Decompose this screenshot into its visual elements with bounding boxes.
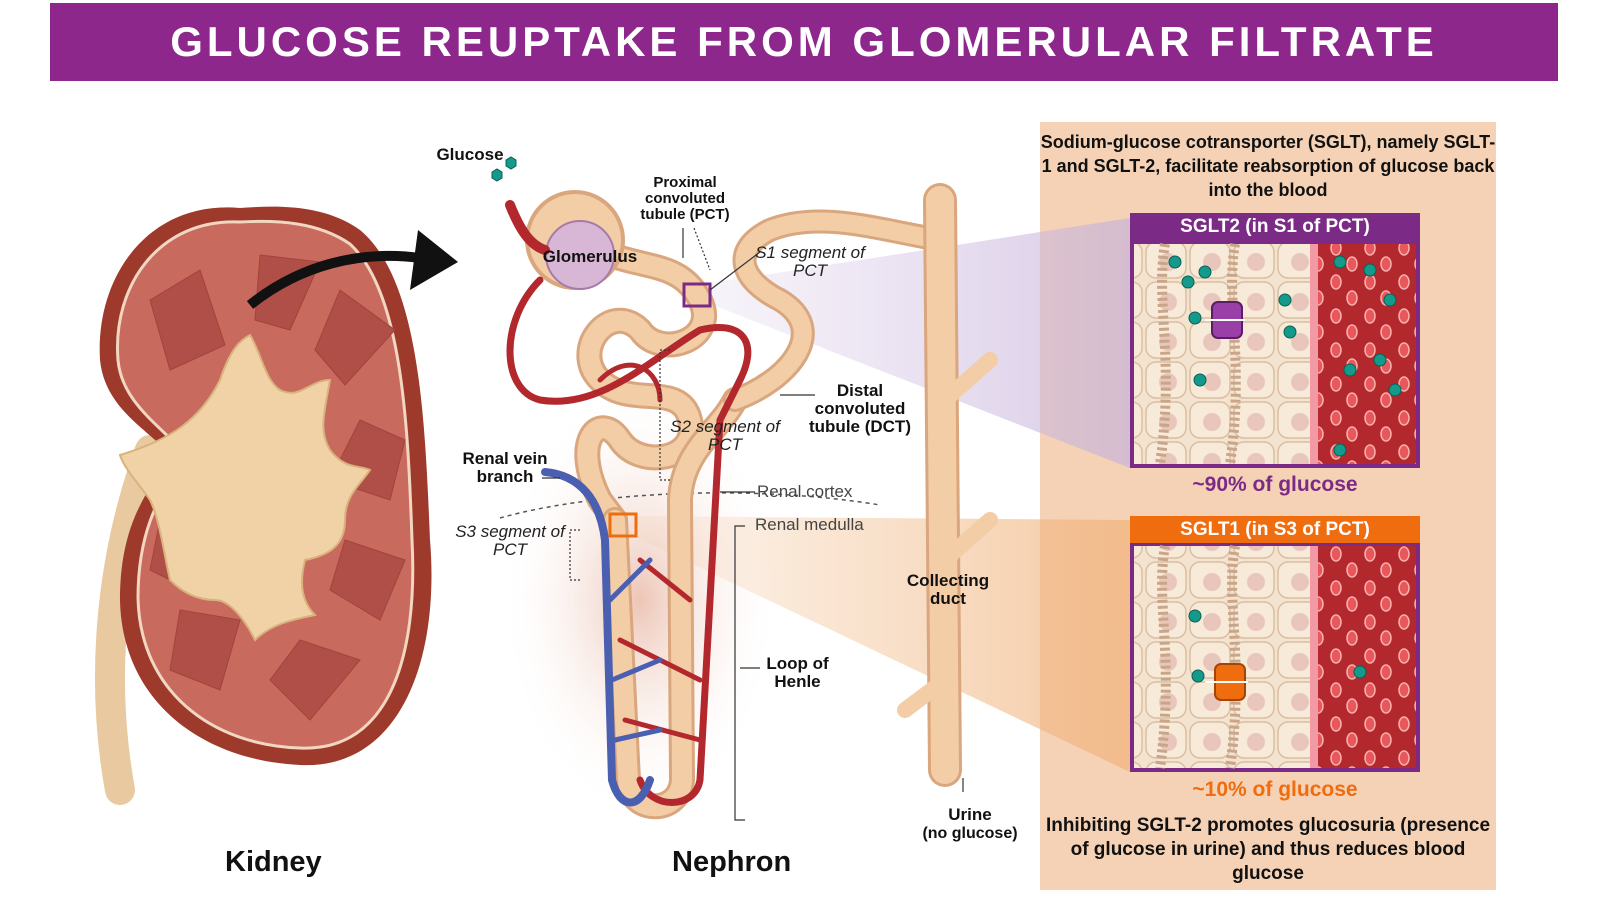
nephron-caption: Nephron: [672, 846, 792, 878]
vein-network: [607, 557, 663, 743]
renal-pelvis: [118, 333, 372, 642]
kidney-illustration: [95, 206, 458, 805]
sglt1-percentage: ~10% of glucose: [1192, 778, 1358, 801]
s3-segment-label: S3 segment of PCT: [455, 522, 565, 559]
loop-of-henle-label: Loop of Henle: [766, 654, 829, 691]
urine-note: (no glucose): [922, 825, 1018, 842]
panel-heading: Sodium-glucose cotransporter (SGLT), nam…: [1040, 132, 1496, 200]
sglt2-inset: [1130, 240, 1420, 468]
pct-label: Proximal convoluted tubule (PCT): [640, 174, 730, 223]
collecting-duct-label: Collecting duct: [906, 571, 990, 608]
medulla-glow: [500, 380, 780, 820]
sglt1-inset: [1130, 542, 1420, 772]
urine-text: Urine: [948, 805, 992, 824]
renal-vein-label: Renal vein branch: [462, 449, 548, 486]
ureter: [95, 435, 165, 805]
nephron-illustration: [491, 156, 998, 821]
s1-zoom-beam: [700, 218, 1130, 468]
afferent-arteriole: [505, 200, 550, 255]
collecting-duct-branch-2: [937, 512, 998, 568]
s2-bracket: [659, 349, 670, 481]
peritubular-capillary: [506, 276, 752, 806]
glucose-molecules: [491, 156, 517, 182]
collecting-duct-branch-3: [897, 672, 953, 718]
renal-vein-branch: [541, 468, 654, 807]
s2-segment-label: S2 segment of PCT: [670, 417, 780, 454]
kidney-arrow-head: [410, 230, 458, 290]
urine-label: Urine (no glucose): [905, 806, 1035, 843]
s3-bracket: [569, 529, 580, 581]
panel-footer: Inhibiting SGLT-2 promotes glucosuria (p…: [1045, 815, 1491, 884]
kidney-caption: Kidney: [225, 846, 322, 878]
s1-segment-box: [682, 282, 712, 308]
collecting-duct-branch-1: [937, 352, 998, 408]
s1-leader: [709, 251, 761, 291]
dct-label: Distal convoluted tubule (DCT): [809, 381, 911, 436]
s3-segment-box: [608, 512, 638, 538]
glucose-label: Glucose: [436, 145, 504, 164]
sglt2-transporter: [1205, 301, 1245, 339]
pct-dotted-leader: [693, 227, 711, 271]
renal-medulla-label: Renal medulla: [755, 515, 864, 534]
title-banner: GLUCOSE REUPTAKE FROM GLOMERULAR FILTRAT…: [50, 3, 1558, 81]
s1-segment-label: S1 segment of PCT: [755, 243, 865, 280]
renal-pyramids: [149, 254, 406, 721]
sglt1-transporter: [1205, 663, 1248, 701]
medulla-bracket: [734, 525, 745, 821]
sglt2-title: SGLT2 (in S1 of PCT): [1130, 213, 1420, 240]
sglt2-percentage: ~90% of glucose: [1192, 473, 1358, 496]
renal-cortex-label: Renal cortex: [757, 482, 853, 501]
glomerulus-label: Glomerulus: [542, 247, 638, 266]
glomerulus-tuft: [545, 220, 615, 290]
page-title: GLUCOSE REUPTAKE FROM GLOMERULAR FILTRAT…: [170, 18, 1438, 65]
kidney-arrow: [246, 250, 421, 309]
sglt1-title: SGLT1 (in S3 of PCT): [1130, 516, 1420, 543]
